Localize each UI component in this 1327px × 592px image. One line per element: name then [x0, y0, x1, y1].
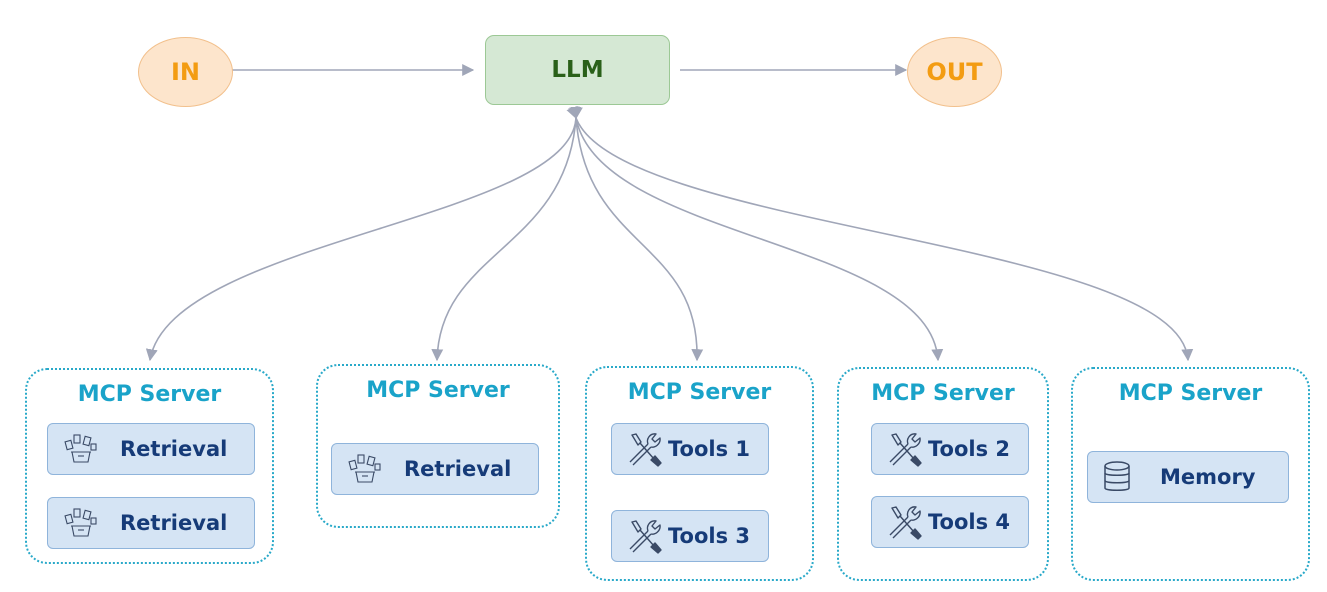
mcp-server-4: MCP Server	[837, 367, 1049, 581]
tools-icon	[884, 429, 924, 469]
item-label: Memory	[1160, 465, 1256, 489]
tools-icon	[624, 429, 664, 469]
item-label: Tools 3	[668, 524, 751, 548]
memory-item: Memory	[1087, 451, 1289, 503]
server-title: MCP Server	[871, 381, 1015, 406]
retrieval-item: Retrieval	[47, 497, 255, 549]
item-label: Tools 2	[928, 437, 1011, 461]
server-title: MCP Server	[77, 382, 222, 407]
arrow-llm-to-server-4	[568, 106, 944, 362]
output-label: OUT	[926, 58, 983, 86]
llm-node: LLM	[485, 35, 670, 105]
tools-item: Tools 1	[611, 423, 769, 475]
tools-item: Tools 2	[871, 423, 1029, 475]
tools-icon	[624, 516, 664, 556]
retrieval-icon	[64, 434, 98, 464]
mcp-server-2: MCP Server	[316, 364, 560, 528]
arrow-llm-to-server-2	[431, 106, 583, 362]
item-label: Tools 1	[668, 437, 751, 461]
arrow-llm-to-server-5	[566, 105, 1194, 362]
retrieval-item: Retrieval	[331, 443, 539, 495]
item-label: Tools 4	[928, 510, 1011, 534]
tools-item: Tools 4	[871, 496, 1029, 548]
retrieval-icon	[64, 508, 98, 538]
retrieval-icon	[348, 454, 382, 484]
server-title: MCP Server	[627, 380, 772, 405]
item-label: Retrieval	[120, 511, 228, 535]
server-title: MCP Server	[366, 378, 510, 403]
input-label: IN	[170, 58, 200, 86]
tools-icon	[884, 502, 924, 542]
llm-label: LLM	[551, 57, 604, 83]
server-title: MCP Server	[1118, 381, 1263, 406]
tools-item: Tools 3	[611, 510, 769, 562]
output-node: OUT	[907, 37, 1002, 107]
database-icon	[1102, 460, 1132, 494]
mcp-server-5: MCP Server	[1071, 367, 1310, 581]
input-node: IN	[138, 37, 233, 107]
mcp-server-1: MCP Server	[25, 368, 274, 564]
mcp-server-3: MCP Server	[585, 366, 814, 581]
retrieval-item: Retrieval	[47, 423, 255, 475]
item-label: Retrieval	[120, 437, 228, 461]
item-label: Retrieval	[404, 457, 512, 481]
